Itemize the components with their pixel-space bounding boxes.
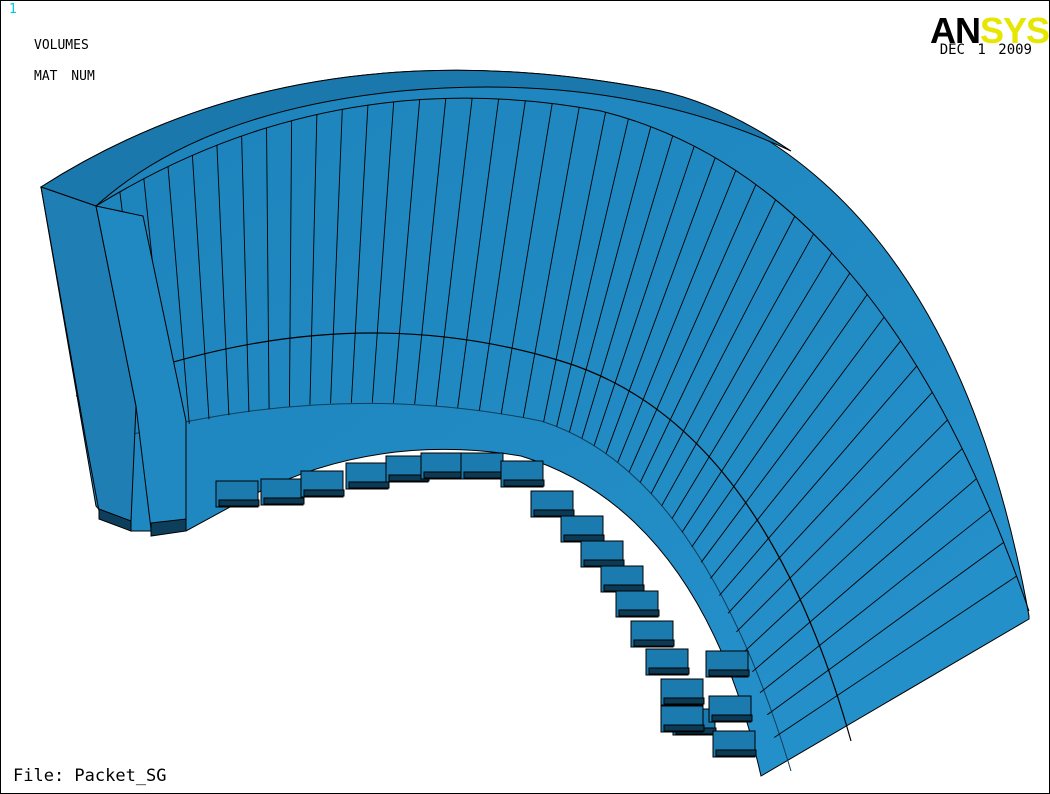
slice-line [736,419,948,633]
slice-line [330,109,343,404]
slice-line [719,365,918,596]
logo-part-sys: SYS [979,10,1049,51]
turn-block-shadow [533,509,575,517]
slice-line [774,575,1017,738]
slice-line [568,126,652,433]
slice-line [522,107,580,418]
slice-line [241,136,250,412]
slice-line [671,252,833,519]
turn-block-shadow [715,749,757,757]
turn-block-shadow [708,669,750,677]
inner-layer-arc [90,402,792,772]
slice-line [766,542,1004,716]
mid-layer-arc [75,332,852,742]
turn-block-shadow [618,609,660,617]
ansys-logo: ANSYS [930,13,1049,49]
slice-line [681,272,851,533]
turn-block-shadow [603,584,645,592]
slice-line [543,112,607,422]
turn-block-shadow [583,559,625,567]
turn-block-shadow [563,534,605,542]
slice-line [392,99,421,404]
plot-subtitle-mat-num: MAT NUM [34,69,95,84]
slice-line [191,155,210,420]
turn-block-shadow [711,714,753,722]
slice-line [710,340,902,579]
slice-line [414,98,447,405]
slice-line [288,120,293,407]
turn-block-shadow [303,489,345,497]
slice-line [457,98,500,408]
slice-line [639,199,777,483]
turn-block-shadow [503,479,545,487]
plot-title-volumes: VOLUMES [34,38,89,53]
left-end-blocks [40,186,187,537]
turn-block-shadow [463,471,505,479]
slice-line [435,98,473,406]
logo-part-an: AN [929,10,981,51]
turn-block-shadow [348,481,390,489]
turn-block-shadow [218,499,260,507]
slice-line [650,216,796,494]
slice-line [617,170,737,463]
turn-block-shadow [633,639,675,647]
turn-block-shadow [423,471,465,479]
slice-line [167,166,190,424]
outer-rim-arc [95,97,1030,612]
slice-line [628,184,757,473]
slice-line [759,509,991,694]
slice-line [556,118,629,427]
window-number: 1 [9,2,17,17]
inner-turn-blocks [215,452,757,758]
turn-block-shadow [663,724,705,732]
slice-line [661,233,814,507]
slice-line [593,145,695,446]
file-name-label: File: Packet_SG [13,766,167,786]
slice-line [371,101,395,403]
radial-slices [119,98,1017,738]
turn-block-shadow [263,497,305,505]
slice-line [691,294,868,548]
turn-block-shadow [648,667,690,675]
slice-line [216,145,230,416]
slice-line [266,127,270,409]
slice-line [309,114,318,405]
slice-line [727,392,933,614]
slice-line [700,316,885,563]
slice-line [752,478,977,673]
turn-block-shadow [663,697,705,705]
plot-date: DEC 1 2009 [939,42,1032,58]
slice-line [605,157,716,454]
slice-line [350,105,369,403]
top-face [39,69,792,207]
slice-line [581,135,674,439]
slice-line [500,103,553,414]
slice-line [744,448,963,652]
slice-line [478,100,526,411]
